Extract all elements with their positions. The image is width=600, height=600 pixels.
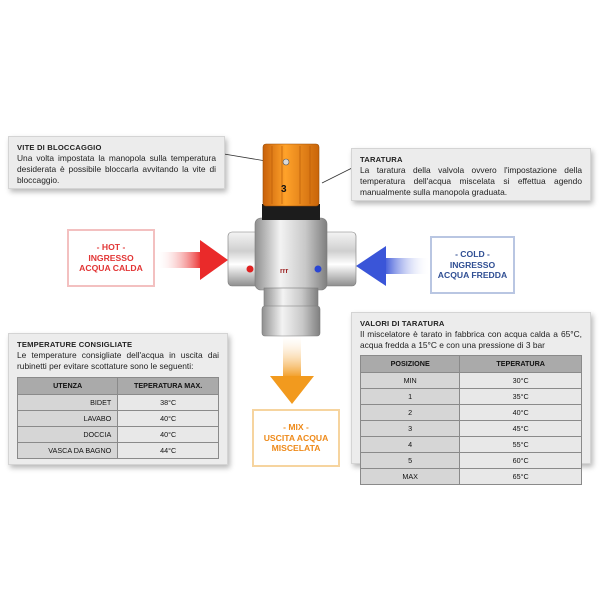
temperature-cell: 30°C — [459, 371, 582, 389]
knob-number-label: 3 — [281, 184, 287, 195]
mix-line2: USCITA ACQUA — [263, 432, 329, 443]
table-row: MIN 30°C — [359, 371, 582, 389]
temperature-cell: 40°C — [459, 403, 582, 421]
posizione-cell: 1 — [359, 387, 461, 405]
posizione-cell: 4 — [359, 435, 461, 453]
table-row: VASCA DA BAGNO 44°C — [16, 441, 219, 459]
hot-inlet-label: - HOT - INGRESSO ACQUA CALDA — [67, 229, 155, 287]
cold-line2: INGRESSO — [449, 259, 496, 270]
table-row: 1 35°C — [359, 387, 582, 405]
table-row: 5 60°C — [359, 451, 582, 469]
cold-line1: - COLD - — [455, 249, 490, 260]
utenza-cell: DOCCIA — [16, 425, 119, 443]
vite-bloccaggio-panel: VITE DI BLOCCAGGIO Una volta impostata l… — [8, 136, 225, 189]
table-row: 3 45°C — [359, 419, 582, 437]
cold-line3: ACQUA FREDDA — [437, 270, 508, 281]
temperature-consigliate-panel: TEMPERATURE CONSIGLIATE Le temperature c… — [8, 333, 228, 465]
mix-line3: MISCELATA — [271, 443, 321, 454]
posizione-cell: 3 — [359, 419, 461, 437]
posizione-cell: MAX — [359, 467, 461, 485]
posizione-cell: 5 — [359, 451, 461, 469]
hot-line1: - HOT - — [96, 242, 126, 253]
temperature-cell: 40°C — [117, 425, 219, 443]
valori-title: VALORI DI TARATURA — [360, 319, 445, 328]
svg-text:rrr: rrr — [280, 268, 288, 275]
valori-table: POSIZIONE TEPERATURA MIN 30°C 1 35°C 2 4… — [359, 354, 582, 485]
temperature-cell: 45°C — [459, 419, 582, 437]
valori-text: Il miscelatore è tarato in fabbrica con … — [360, 329, 582, 350]
header-temperatura: TEPERATURA — [459, 354, 582, 373]
table-row: DOCCIA 40°C — [16, 425, 219, 443]
utenza-cell: BIDET — [16, 393, 119, 411]
temperature-cell: 55°C — [459, 435, 582, 453]
mix-outlet-label: - MIX - USCITA ACQUA MISCELATA — [252, 409, 340, 467]
temperature-cell: 35°C — [459, 387, 582, 405]
valve-illustration: rrr — [227, 143, 357, 337]
table-row: BIDET 38°C — [16, 393, 219, 411]
taratura-leader-line — [321, 167, 353, 184]
cold-arrow-icon — [356, 246, 430, 286]
cold-inlet-label: - COLD - INGRESSO ACQUA FREDDA — [430, 236, 515, 294]
temperature-cell: 60°C — [459, 451, 582, 469]
hot-line2: INGRESSO — [88, 252, 134, 263]
taratura-panel: TARATURA La taratura della valvola ovver… — [351, 148, 591, 201]
header-utenza: UTENZA — [16, 376, 119, 395]
temperature-cell: 44°C — [117, 441, 219, 459]
temperature-cell: 65°C — [459, 467, 582, 485]
utenza-cell: VASCA DA BAGNO — [16, 441, 119, 459]
mix-arrow-icon — [270, 336, 314, 404]
hot-arrow-icon — [156, 240, 228, 280]
temperature-cell: 40°C — [117, 409, 219, 427]
table-row: 4 55°C — [359, 435, 582, 453]
table-row: MAX 65°C — [359, 467, 582, 485]
table-header-row: POSIZIONE TEPERATURA — [359, 354, 582, 373]
taratura-title: TARATURA — [360, 155, 403, 164]
header-temperatura-max: TEPERATURA MAX. — [117, 376, 219, 395]
header-posizione: POSIZIONE — [359, 354, 461, 373]
hot-line3: ACQUA CALDA — [79, 263, 143, 274]
mix-line1: - MIX - — [283, 422, 309, 433]
table-row: 2 40°C — [359, 403, 582, 421]
taratura-text: La taratura della valvola ovvero l'impos… — [360, 165, 582, 197]
table-row: LAVABO 40°C — [16, 409, 219, 427]
utenza-cell: LAVABO — [16, 409, 119, 427]
vite-title: VITE DI BLOCCAGGIO — [17, 143, 102, 152]
posizione-cell: 2 — [359, 403, 461, 421]
temperature-title: TEMPERATURE CONSIGLIATE — [17, 340, 133, 349]
temperature-cell: 38°C — [117, 393, 219, 411]
posizione-cell: MIN — [359, 371, 461, 389]
valori-taratura-panel: VALORI DI TARATURA Il miscelatore è tara… — [351, 312, 591, 485]
temperature-table: UTENZA TEPERATURA MAX. BIDET 38°C LAVABO… — [16, 376, 219, 459]
vite-text: Una volta impostata la manopola sulla te… — [17, 153, 216, 185]
table-header-row: UTENZA TEPERATURA MAX. — [16, 376, 219, 395]
temperature-text: Le temperature consigliate dell'acqua in… — [17, 350, 219, 371]
